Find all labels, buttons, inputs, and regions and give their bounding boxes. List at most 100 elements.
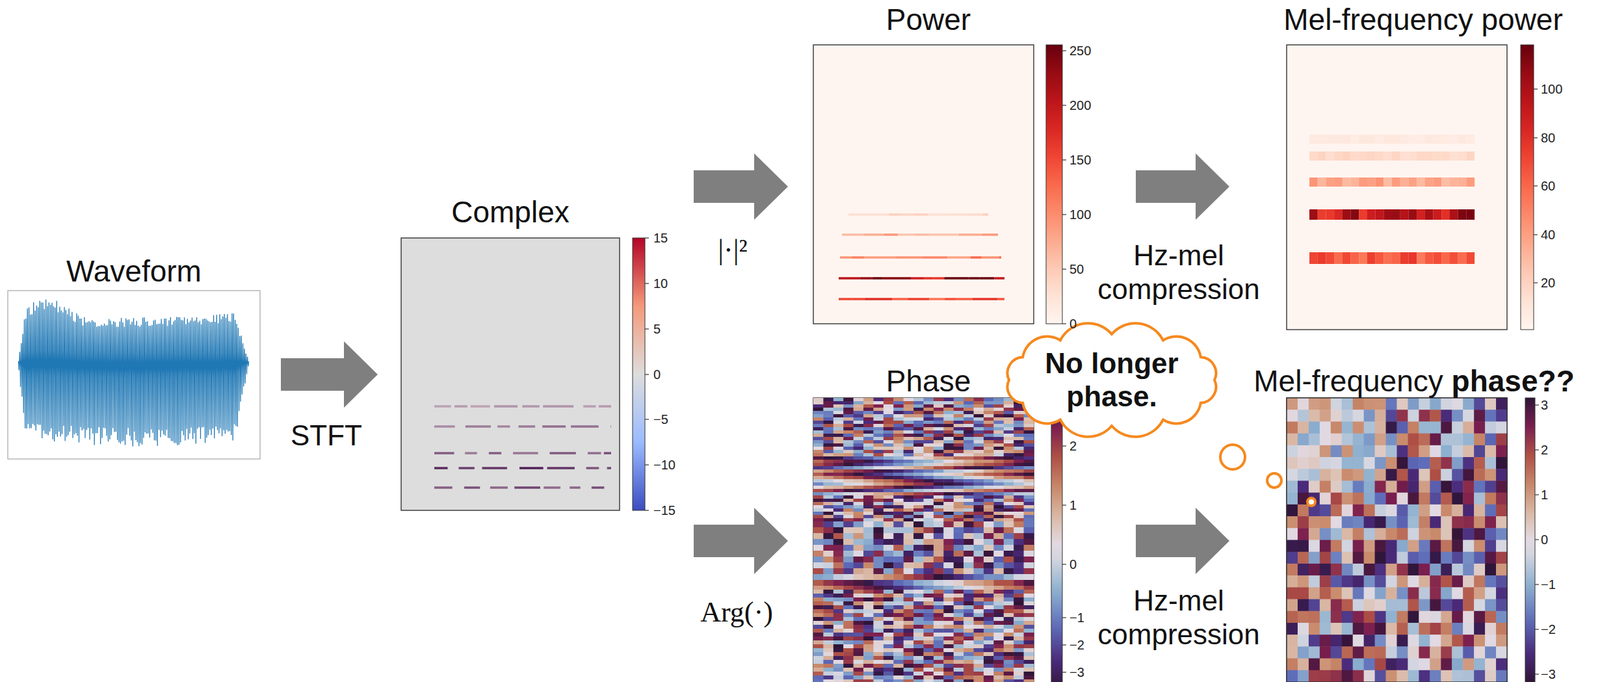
phase-cell	[853, 597, 865, 602]
phase-cell	[823, 482, 834, 486]
phase-cell	[983, 423, 995, 428]
phase-cell	[923, 616, 935, 621]
phase-cell	[993, 407, 1004, 411]
phase-cell	[933, 453, 945, 457]
phase-cell	[993, 609, 1004, 614]
phase-cell	[883, 663, 894, 668]
phase-cell	[833, 585, 844, 590]
phase-cell	[893, 498, 904, 502]
phase-cell	[933, 521, 945, 528]
phase-cell	[863, 574, 874, 580]
phase-cell	[1003, 511, 1015, 515]
phase-cell	[1013, 568, 1024, 575]
phase-cell	[823, 544, 834, 551]
spectral-line	[970, 256, 982, 259]
phase-cell	[983, 501, 995, 506]
mel-cell	[1391, 151, 1401, 161]
phase-cell	[843, 446, 854, 450]
phase-cell	[813, 667, 824, 672]
phase-cell	[833, 511, 844, 515]
phase-cell	[953, 613, 965, 617]
phase-cell	[833, 601, 844, 606]
phase-cell	[893, 501, 904, 506]
phase-cell	[1473, 397, 1485, 411]
phase-cell	[813, 544, 824, 551]
phase-cell	[1013, 430, 1024, 434]
phase-cell	[903, 498, 915, 502]
phase-cell	[813, 628, 824, 633]
phase-cell	[923, 518, 935, 522]
phase-cell	[933, 579, 945, 586]
phase-cell	[833, 498, 844, 502]
phase-cell	[883, 449, 894, 454]
phase-cell	[873, 427, 884, 431]
phase-cell	[1003, 427, 1015, 431]
phase-cell	[823, 527, 834, 534]
phase-cell	[983, 679, 995, 682]
phase-cell	[933, 420, 945, 424]
phase-cell	[923, 427, 935, 431]
phase-cell	[953, 459, 965, 463]
spectral-line	[514, 486, 541, 489]
phase-cell	[833, 410, 844, 415]
phase-cell	[893, 495, 904, 499]
phase-cell	[953, 511, 965, 515]
phase-cell	[973, 508, 985, 512]
phase-cell	[933, 675, 945, 680]
phase-cell	[873, 632, 884, 637]
phase-cell	[953, 538, 965, 545]
phase-cell	[953, 667, 965, 672]
colorbar	[1051, 397, 1063, 682]
mel-cell	[1334, 209, 1343, 220]
phase-cell	[943, 562, 954, 569]
phase-cell	[843, 495, 854, 499]
phase-cell	[1003, 508, 1015, 512]
phase-cell	[843, 593, 854, 598]
phase-cell	[923, 459, 935, 463]
phase-cell	[1013, 427, 1024, 431]
phase-cell	[873, 488, 884, 493]
phase-cell	[883, 501, 894, 506]
plot-frame	[813, 397, 1034, 682]
phase-cell	[913, 632, 924, 637]
spectral-line	[547, 466, 575, 470]
phase-cell	[963, 636, 974, 641]
phase-cell	[813, 501, 824, 506]
mel-cell	[1367, 134, 1376, 144]
phase-cell	[893, 568, 904, 575]
phase-cell	[1013, 562, 1024, 569]
mel-cell	[1408, 134, 1417, 144]
phase-cell	[843, 574, 854, 580]
phase-cell	[843, 675, 854, 680]
phase-cell	[1003, 605, 1015, 610]
phase-cell	[843, 527, 854, 534]
phase-cell	[983, 624, 995, 629]
phase-cell	[863, 593, 874, 598]
phase-cell	[813, 492, 824, 496]
phase-cell	[1418, 468, 1430, 482]
phase-cell	[963, 469, 974, 473]
phase-cell	[883, 544, 894, 551]
phase-cell	[903, 518, 915, 522]
phase-cell	[943, 427, 954, 431]
spectral-line	[929, 297, 945, 301]
phase-cell	[903, 538, 915, 545]
phase-cell	[933, 449, 945, 454]
phase-cell	[823, 636, 834, 641]
phase-cell	[853, 663, 865, 668]
phase-cell	[903, 485, 915, 489]
phase-cell	[993, 601, 1004, 606]
phase-cell	[883, 479, 894, 483]
plot-frame	[7, 290, 261, 460]
mel-cell	[1400, 209, 1409, 220]
phase-cell	[833, 508, 844, 512]
phase-cell	[1003, 407, 1015, 411]
phase-cell	[993, 568, 1004, 575]
phase-cell	[923, 609, 935, 614]
phase-cell	[1495, 397, 1508, 411]
phase-cell	[1013, 482, 1024, 486]
phase-cell	[1023, 423, 1035, 428]
phase-cell	[963, 632, 974, 637]
phase-cell	[943, 508, 954, 512]
